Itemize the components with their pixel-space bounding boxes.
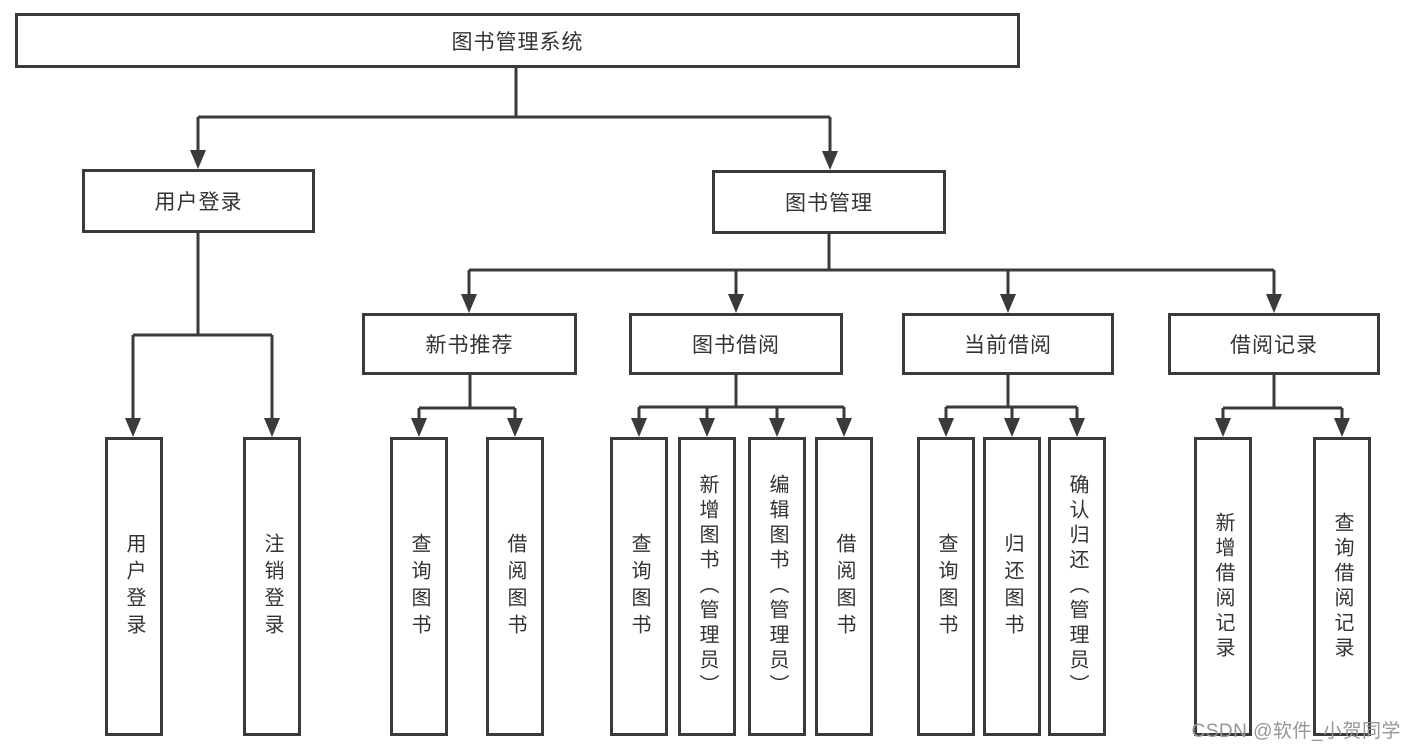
leaf-label: 查询图书: [935, 532, 957, 641]
leaf-add-borrow-record: 新增借阅记录: [1194, 437, 1252, 736]
node-label: 图书管理系统: [451, 30, 584, 54]
node-user-login: 用户登录: [82, 169, 315, 233]
leaf-label: 查询图书: [628, 532, 650, 641]
node-label: 借阅记录: [1230, 334, 1318, 357]
node-label: 图书管理: [785, 192, 873, 215]
node-label: 图书借阅: [692, 334, 780, 357]
node-library-management-system: 图书管理系统: [15, 13, 1020, 68]
node-label: 用户登录: [154, 191, 243, 214]
leaf-label: 新增图书（管理员）: [696, 474, 718, 699]
leaf-confirm-return-admin: 确认归还（管理员）: [1048, 437, 1106, 736]
node-book-management: 图书管理: [712, 170, 946, 234]
node-borrowing-records: 借阅记录: [1168, 313, 1380, 375]
node-new-book-recommend: 新书推荐: [362, 313, 577, 375]
leaf-label: 编辑图书（管理员）: [766, 474, 788, 699]
leaf-edit-books-admin: 编辑图书（管理员）: [748, 437, 806, 736]
leaf-label: 借阅图书: [504, 532, 526, 641]
leaf-add-books-admin: 新增图书（管理员）: [678, 437, 736, 736]
leaf-label: 归还图书: [1001, 532, 1023, 641]
leaf-borrow-books: 借阅图书: [486, 437, 544, 736]
leaf-label: 注销登录: [261, 532, 283, 641]
leaf-label: 查询借阅记录: [1331, 511, 1353, 662]
leaf-label: 用户登录: [123, 532, 145, 641]
leaf-return-books: 归还图书: [983, 437, 1041, 736]
node-label: 新书推荐: [425, 334, 514, 357]
leaf-query-borrow-record: 查询借阅记录: [1313, 437, 1371, 736]
leaf-borrow-books: 借阅图书: [815, 437, 873, 736]
node-book-borrowing: 图书借阅: [629, 313, 843, 375]
leaf-query-books: 查询图书: [610, 437, 668, 736]
leaf-query-books: 查询图书: [390, 437, 448, 736]
leaf-user-login: 用户登录: [105, 437, 163, 736]
leaf-label: 确认归还（管理员）: [1066, 474, 1088, 699]
node-current-borrowing: 当前借阅: [902, 313, 1114, 375]
leaf-logout: 注销登录: [243, 437, 301, 736]
leaf-label: 查询图书: [408, 532, 430, 641]
leaf-query-books: 查询图书: [917, 437, 975, 736]
csdn-watermark: CSDN @软件_小贺同学: [1191, 721, 1401, 742]
node-label: 当前借阅: [964, 334, 1052, 357]
leaf-label: 借阅图书: [833, 532, 855, 641]
leaf-label: 新增借阅记录: [1212, 511, 1234, 662]
